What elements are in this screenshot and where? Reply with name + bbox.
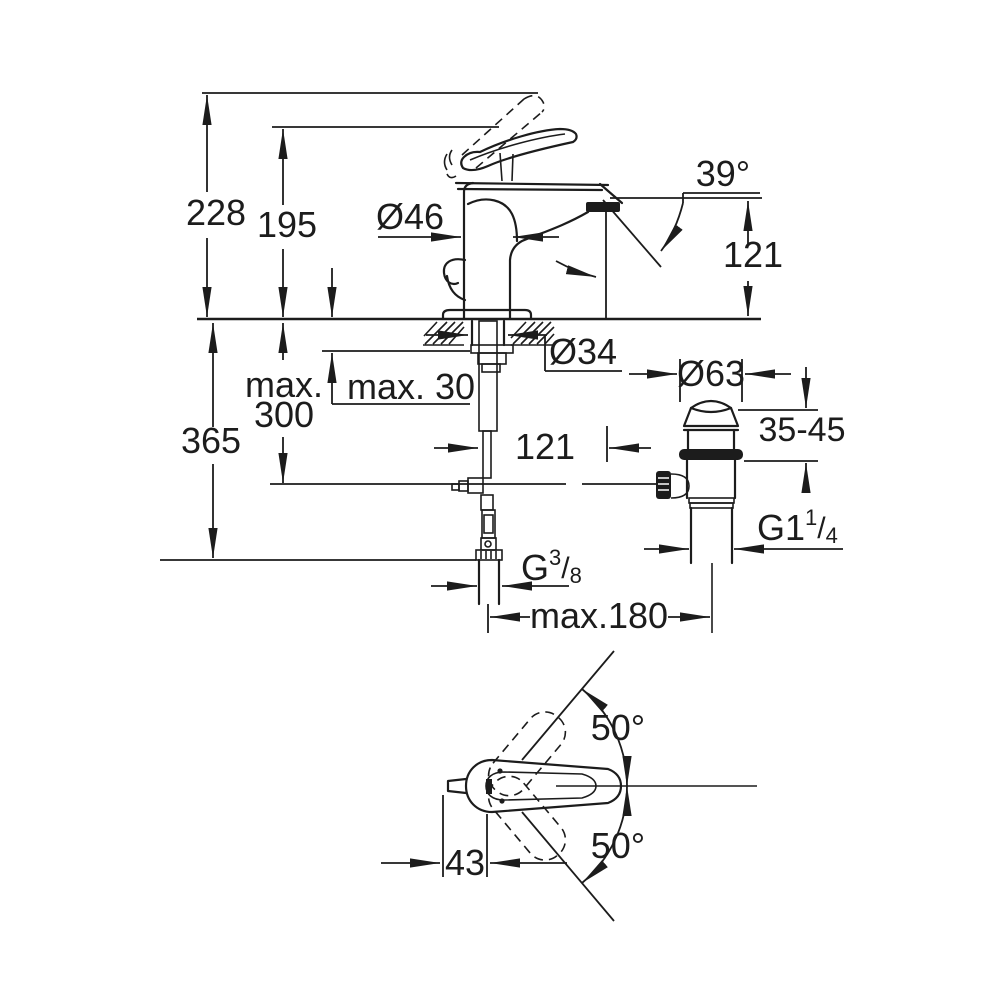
handle-raised-position-dashed bbox=[461, 94, 546, 169]
label-dia63: Ø63 bbox=[677, 353, 745, 394]
dim-angle-50-down: 50° bbox=[581, 785, 645, 884]
label-195: 195 bbox=[257, 204, 317, 245]
label-300: 300 bbox=[254, 394, 314, 435]
label-121-height: 121 bbox=[723, 234, 783, 275]
dim-thread-g-three-eighths: G3/8 bbox=[431, 545, 582, 591]
faucet-handle bbox=[443, 127, 578, 182]
dim-height-365: 365 bbox=[181, 323, 241, 558]
label-dia46: Ø46 bbox=[376, 196, 444, 237]
pop-up-waste bbox=[656, 399, 743, 633]
dim-thread-g1-quarter: G11/4 bbox=[644, 505, 843, 554]
dim-dia-63: Ø63 bbox=[629, 353, 791, 402]
label-g-three-eighths: G3/8 bbox=[521, 545, 582, 588]
label-g1-quarter: G11/4 bbox=[757, 505, 838, 548]
dim-angle-50-up: 50° bbox=[581, 688, 645, 787]
label-50-down: 50° bbox=[591, 825, 645, 866]
dim-range-35-45: 35-45 bbox=[738, 367, 845, 493]
reference-lines bbox=[160, 92, 762, 561]
label-121-offset: 121 bbox=[515, 426, 575, 467]
flow-direction-arrow bbox=[555, 199, 662, 278]
dim-max-180: max.180 bbox=[487, 595, 710, 636]
label-365: 365 bbox=[181, 420, 241, 461]
label-max180: max.180 bbox=[530, 595, 668, 636]
label-50-up: 50° bbox=[591, 707, 645, 748]
label-43: 43 bbox=[445, 842, 485, 883]
faucet-body bbox=[441, 181, 624, 321]
faucet-mounting-assembly bbox=[451, 319, 514, 606]
dim-height-195: 195 bbox=[257, 129, 317, 317]
dim-angle-39: 39° bbox=[660, 153, 760, 252]
label-35-45: 35-45 bbox=[759, 411, 846, 449]
label-max30: max. 30 bbox=[347, 366, 475, 407]
dim-dia-46: Ø46 bbox=[376, 196, 559, 242]
label-dia34: Ø34 bbox=[549, 331, 617, 372]
dim-max-30: max. 30 bbox=[327, 268, 475, 407]
dim-spout-height-121: 121 bbox=[723, 201, 783, 316]
label-39: 39° bbox=[696, 153, 750, 194]
label-max-word: max. bbox=[245, 364, 323, 405]
dim-offset-121: 121 bbox=[434, 426, 651, 467]
dim-max-300: max. 300 bbox=[245, 323, 323, 483]
deck-hatching bbox=[423, 321, 555, 346]
handle-swing-detail bbox=[446, 650, 757, 922]
dim-height-228: 228 bbox=[186, 95, 246, 317]
label-228: 228 bbox=[186, 192, 246, 233]
dim-width-43: 43 bbox=[381, 795, 567, 883]
dim-dia-34: Ø34 bbox=[426, 330, 622, 372]
